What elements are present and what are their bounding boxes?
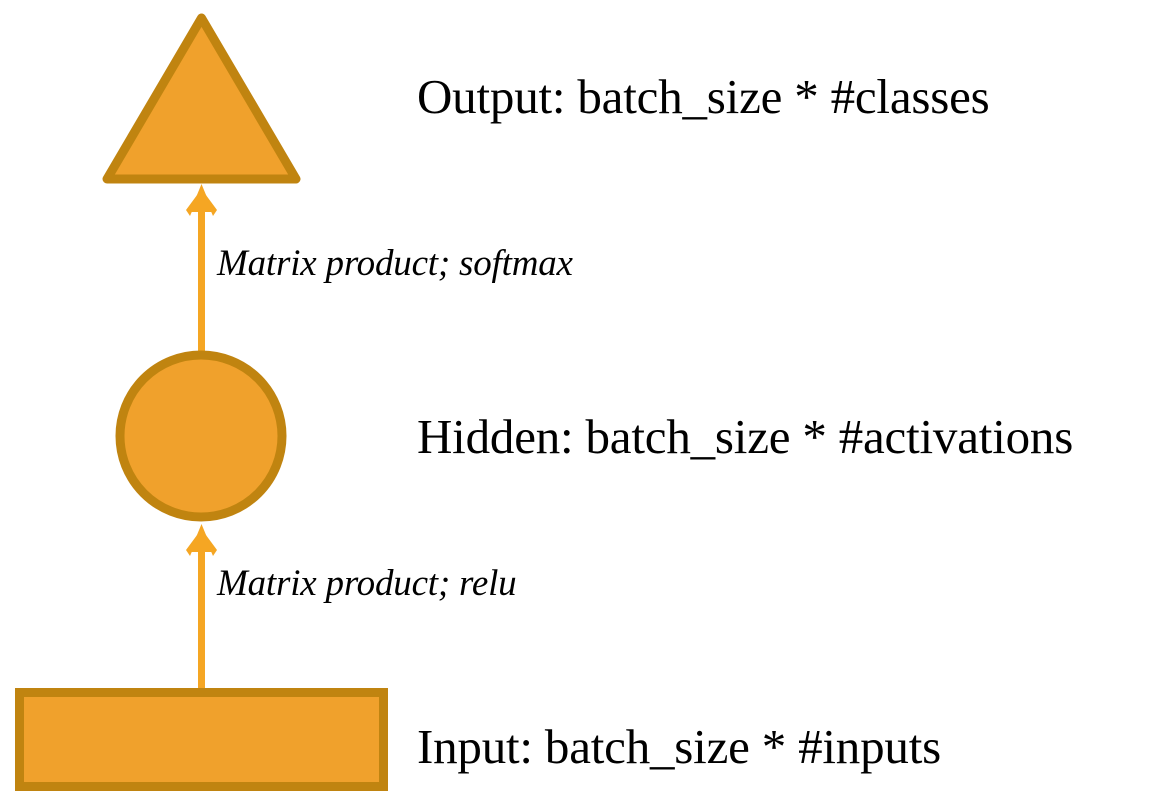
arrow-up-icon-hidden-to-output bbox=[186, 184, 217, 351]
edge-label-input-to-hidden: Matrix product; relu bbox=[217, 563, 517, 604]
node-label-hidden: Hidden: batch_size * #activations bbox=[417, 409, 1074, 464]
edge-label-hidden-to-output: Matrix product; softmax bbox=[217, 243, 573, 284]
node-label-input: Input: batch_size * #inputs bbox=[417, 719, 941, 774]
node-shape-output-triangle bbox=[102, 13, 301, 184]
node-shape-hidden-circle bbox=[115, 350, 287, 522]
arrow-up-icon-input-to-hidden bbox=[186, 524, 217, 691]
node-label-output: Output: batch_size * #classes bbox=[417, 69, 990, 124]
node-shape-input-rectangle bbox=[15, 688, 388, 791]
